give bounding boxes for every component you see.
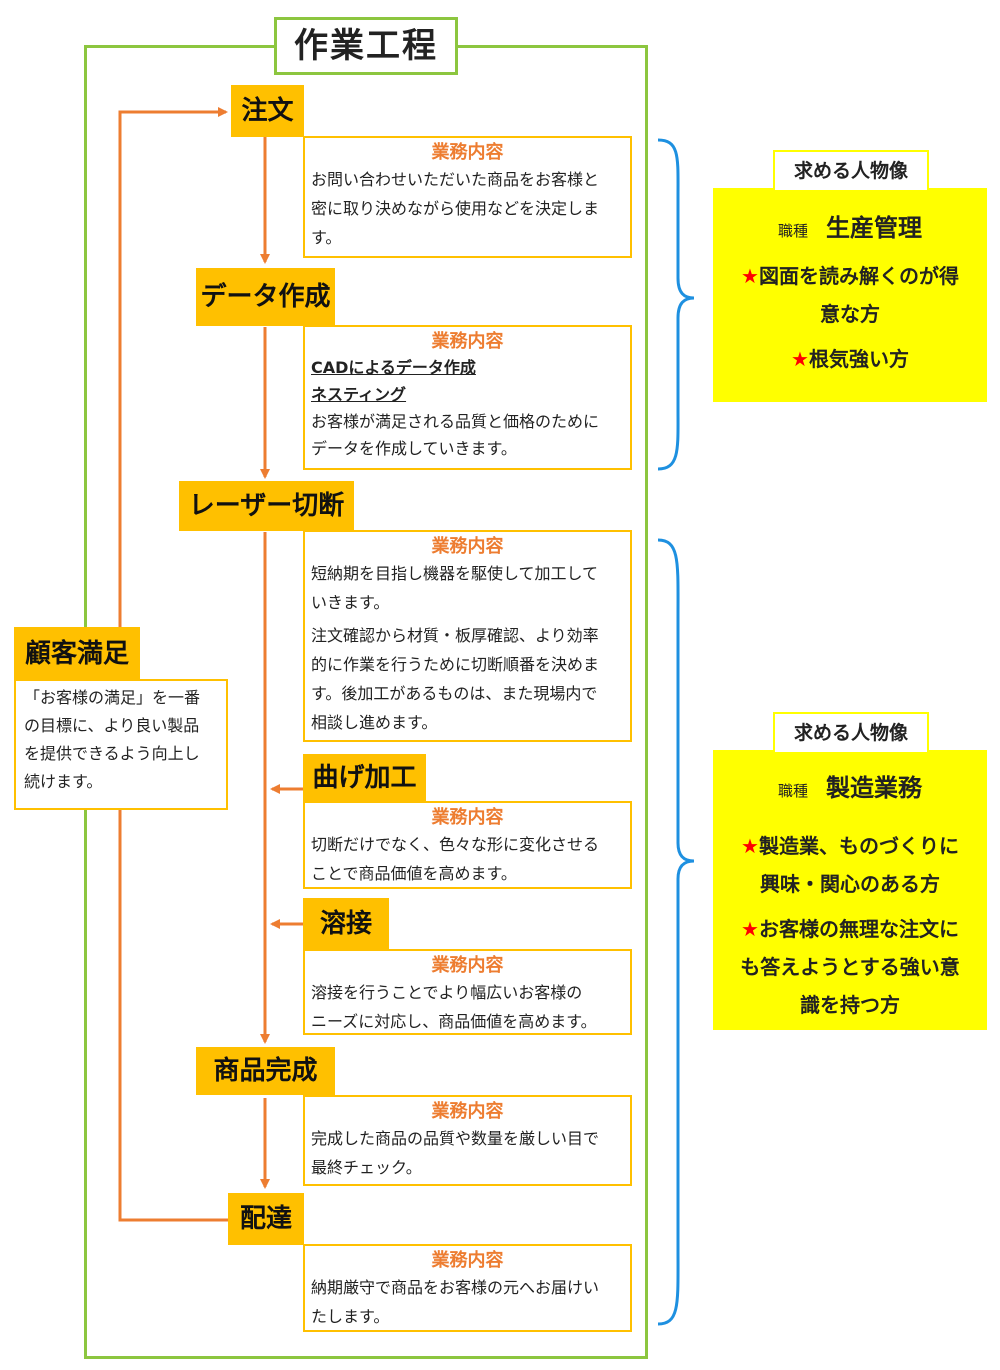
step-product-complete: 商品完成 xyxy=(196,1047,335,1095)
card-line: 密に取り決めながら使用などを決定しま xyxy=(311,199,600,218)
card-line: 最終チェック。 xyxy=(311,1158,422,1177)
requirement-tag: 求める人物像 xyxy=(773,150,929,192)
card-line: たします。 xyxy=(311,1307,390,1326)
step-laser-cutting: レーザー切断 xyxy=(179,481,354,531)
job-title: 生産管理 xyxy=(826,214,922,242)
card-line-bold: ネスティング xyxy=(311,385,407,404)
step-delivery-card: 業務内容 納期厳守で商品をお客様の元へお届けい たします。 xyxy=(303,1244,632,1332)
card-header: 業務内容 xyxy=(431,331,504,352)
requirement-text: お客様の無理な注文に xyxy=(758,917,959,941)
job-title: 製造業務 xyxy=(826,774,922,802)
card-line: 続けます。 xyxy=(24,772,103,791)
card-line: ニーズに対応し、商品価値を高めます。 xyxy=(311,1012,597,1031)
card-header: 業務内容 xyxy=(431,1101,504,1122)
requirement-item: ★根気強い方 xyxy=(713,340,987,378)
card-header: 業務内容 xyxy=(431,1250,504,1271)
customer-satisfaction-label: 顧客満足 xyxy=(14,627,140,681)
star-icon: ★ xyxy=(741,264,759,288)
step-bending: 曲げ加工 xyxy=(303,754,426,802)
star-icon: ★ xyxy=(741,834,759,858)
step-order: 注文 xyxy=(231,85,304,137)
card-line: お問い合わせいただいた商品をお客様と xyxy=(311,170,600,189)
card-line: の目標に、より良い製品 xyxy=(24,716,200,735)
card-line: 完成した商品の品質や数量を厳しい目で xyxy=(311,1129,600,1148)
requirement-item-cont: 識を持つ方 xyxy=(800,993,900,1017)
brace-production-management xyxy=(657,138,695,471)
card-line: 納期厳守で商品をお客様の元へお届けい xyxy=(311,1278,600,1297)
step-data-creation-card: 業務内容 CADによるデータ作成 ネスティング お客様が満足される品質と価格のた… xyxy=(303,325,632,470)
card-line: す。 xyxy=(311,228,342,247)
requirement-item-cont: 興味・関心のある方 xyxy=(760,872,940,896)
card-line: データを作成していきます。 xyxy=(311,439,517,458)
card-line-bold: CADによるデータ作成 xyxy=(311,358,476,377)
card-line: を提供できるよう向上し xyxy=(24,744,200,763)
step-data-creation: データ作成 xyxy=(196,268,335,326)
card-line: お客様が満足される品質と価格のために xyxy=(311,412,600,431)
card-line: 的に作業を行うために切断順番を決めま xyxy=(311,655,600,674)
card-line: いきます。 xyxy=(311,593,390,612)
requirement-item: ★お客様の無理な注文に xyxy=(713,910,987,948)
card-header: 業務内容 xyxy=(431,142,504,163)
step-welding: 溶接 xyxy=(303,898,389,950)
card-header: 業務内容 xyxy=(431,536,504,557)
requirement-text: 根気強い方 xyxy=(808,347,909,371)
requirement-item: ★製造業、ものづくりに xyxy=(713,827,987,865)
card-line: 溶接を行うことでより幅広いお客様の xyxy=(311,983,583,1002)
card-line: ことで商品価値を高めます。 xyxy=(311,864,517,883)
job-kind-label: 職種 xyxy=(777,782,808,800)
card-line: 「お客様の満足」を一番 xyxy=(24,688,201,707)
card-line: 相談し進めます。 xyxy=(311,713,438,732)
requirement-item-cont: 意な方 xyxy=(820,302,880,326)
card-line: 切断だけでなく、色々な形に変化させる xyxy=(311,835,600,854)
requirement-box-manufacturing: 職種製造業務 ★製造業、ものづくりに 興味・関心のある方 ★お客様の無理な注文に… xyxy=(713,750,987,1030)
requirement-text: 製造業、ものづくりに xyxy=(758,834,959,858)
card-header: 業務内容 xyxy=(431,807,504,828)
requirement-item-cont: も答えようとする強い意 xyxy=(740,955,960,979)
brace-manufacturing xyxy=(657,538,695,1326)
step-bending-card: 業務内容 切断だけでなく、色々な形に変化させる ことで商品価値を高めます。 xyxy=(303,801,632,889)
step-order-card: 業務内容 お問い合わせいただいた商品をお客様と 密に取り決めながら使用などを決定… xyxy=(303,136,632,258)
page-title: 作業工程 xyxy=(274,17,458,75)
customer-satisfaction-card: 「お客様の満足」を一番 の目標に、より良い製品 を提供できるよう向上し 続けます… xyxy=(14,679,228,810)
job-kind-label: 職種 xyxy=(777,222,808,240)
star-icon: ★ xyxy=(791,347,809,371)
card-line: 短納期を目指し機器を駆使して加工して xyxy=(311,564,599,583)
step-product-complete-card: 業務内容 完成した商品の品質や数量を厳しい目で 最終チェック。 xyxy=(303,1095,632,1186)
requirement-text: 図面を読み解くのが得 xyxy=(758,264,959,288)
step-delivery: 配達 xyxy=(228,1193,304,1245)
requirement-tag: 求める人物像 xyxy=(773,712,929,754)
card-header: 業務内容 xyxy=(431,955,504,976)
step-welding-card: 業務内容 溶接を行うことでより幅広いお客様の ニーズに対応し、商品価値を高めます… xyxy=(303,949,632,1035)
card-line: す。後加工があるものは、また現場内で xyxy=(311,684,598,703)
card-line: 注文確認から材質・板厚確認、より効率 xyxy=(311,626,599,645)
step-laser-cutting-card: 業務内容 短納期を目指し機器を駆使して加工して いきます。 注文確認から材質・板… xyxy=(303,530,632,742)
requirement-box-production: 職種生産管理 ★図面を読み解くのが得 意な方 ★根気強い方 xyxy=(713,188,987,402)
requirement-item: ★図面を読み解くのが得 xyxy=(713,257,987,295)
star-icon: ★ xyxy=(741,917,759,941)
